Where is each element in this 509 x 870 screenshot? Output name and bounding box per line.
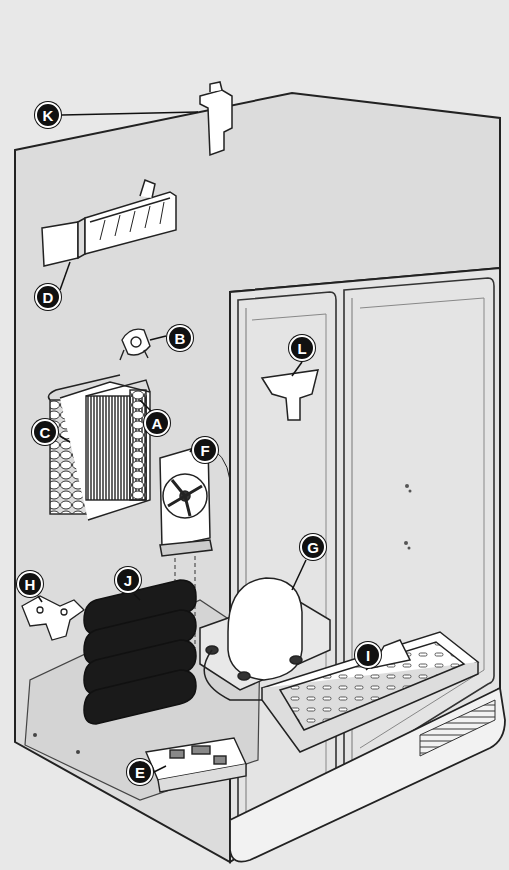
callout-letter: L xyxy=(297,341,306,356)
callout-letter: C xyxy=(40,425,51,440)
callout-circle: H xyxy=(17,571,43,597)
callout-letter: E xyxy=(135,765,145,780)
callout-letter: J xyxy=(124,573,132,588)
callout-letter: D xyxy=(43,290,54,305)
callout-circle: C xyxy=(32,419,58,445)
callout-circle: I xyxy=(355,642,381,668)
callout-letter: F xyxy=(200,443,209,458)
callout-circle: B xyxy=(167,325,193,351)
callout-letter: K xyxy=(43,108,54,123)
callout-letter: B xyxy=(175,331,186,346)
callout-circle: A xyxy=(144,410,170,436)
callout-letter: H xyxy=(25,577,36,592)
callout-circle: J xyxy=(115,567,141,593)
callout-circle: G xyxy=(300,534,326,560)
callout-letter: A xyxy=(152,416,163,431)
callout-letter: G xyxy=(307,540,319,555)
callout-circle: K xyxy=(35,102,61,128)
callout-circle: E xyxy=(127,759,153,785)
callout-circle: F xyxy=(192,437,218,463)
callout-circle: L xyxy=(289,335,315,361)
callout-circle: D xyxy=(35,284,61,310)
callout-letter: I xyxy=(366,648,370,663)
